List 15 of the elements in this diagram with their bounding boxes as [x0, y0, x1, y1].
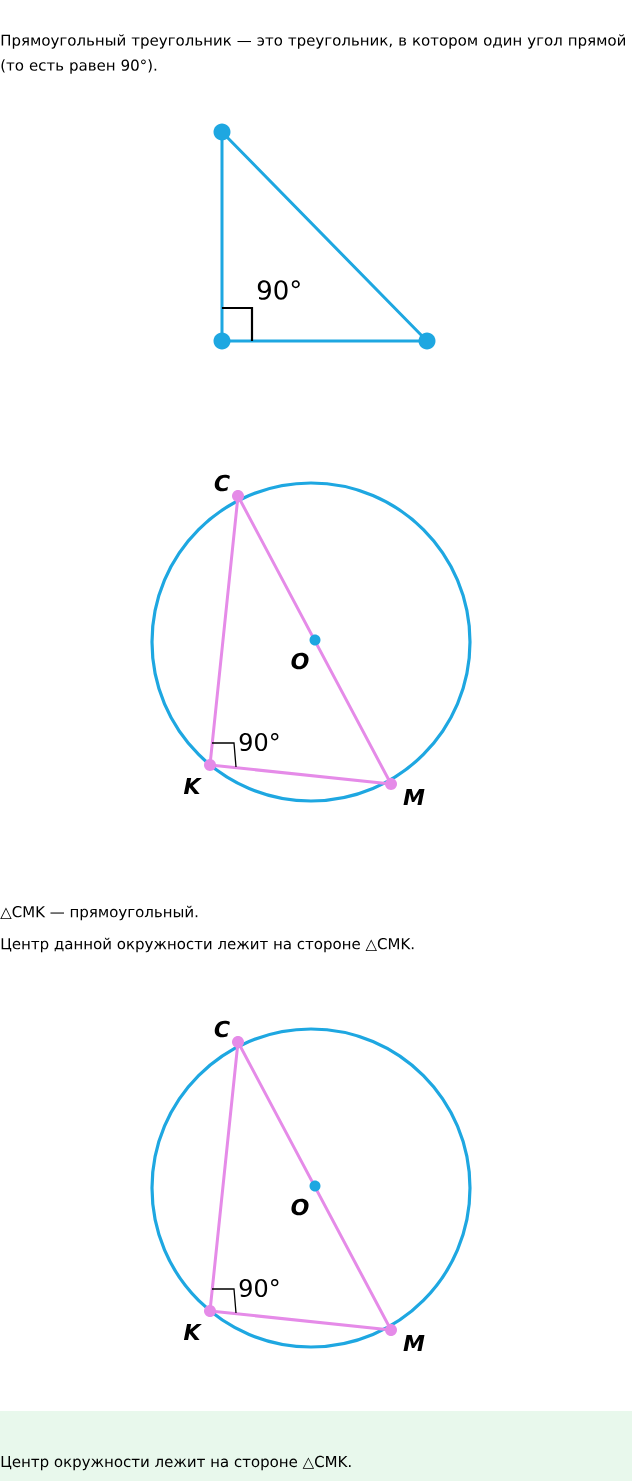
text-line: △CMK — прямоугольный. [0, 905, 198, 921]
angle-label: 90° [257, 280, 300, 300]
angle-label: 90° [239, 732, 279, 752]
text-line: Центр данной окружности лежит на стороне △CMK. [1, 937, 414, 953]
angle-label: 90° [239, 1278, 279, 1298]
vertex-label: C [214, 474, 230, 492]
paragraph-text: Прямоугольный треугольник — это треугольник, в котором один угол прямой (то есть равен 90°). [1, 34, 625, 74]
vertex-label: C [214, 1020, 230, 1038]
vertex-label: M [403, 1335, 425, 1351]
vertex-label: K [183, 778, 202, 795]
vertex-label: O [291, 1198, 309, 1216]
text-line: Центр окружности лежит на стороне △CMK. [1, 1455, 351, 1471]
vertex-label: O [291, 652, 309, 670]
vertex-label: K [183, 1324, 202, 1340]
vertex-label: M [403, 789, 425, 806]
